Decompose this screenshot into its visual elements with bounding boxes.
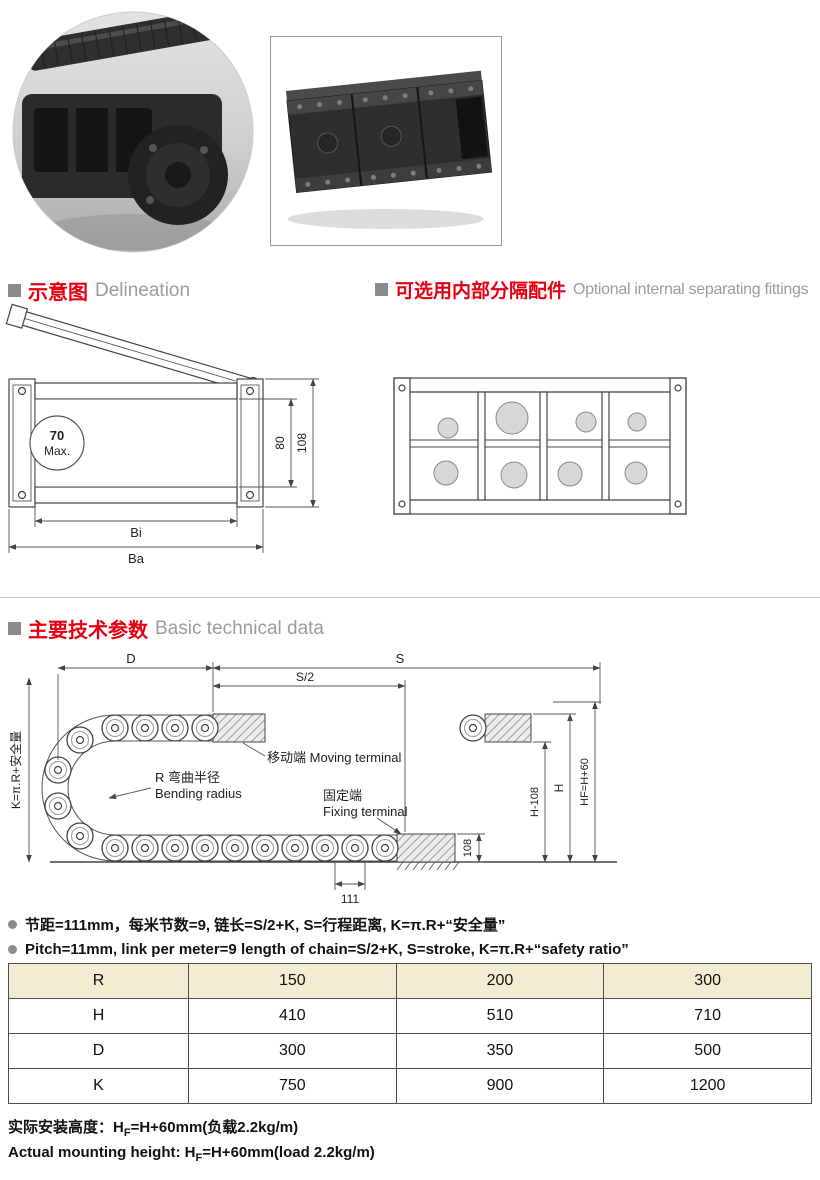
table-row: D 300 350 500 (8, 1033, 812, 1069)
dimension-lines (26, 662, 601, 890)
footer-text: Actual mounting height: H (8, 1144, 196, 1161)
table-header-cell: 150 (188, 963, 397, 999)
table-cell: 900 (395, 1068, 605, 1104)
technical-data-table: R 150 200 300 H 410 510 710 D 300 350 50… (8, 963, 812, 1104)
fixing-terminal-label-zh: 固定端 (323, 788, 362, 803)
max-cable-diameter-circle (29, 415, 85, 471)
table-cell: 500 (603, 1033, 812, 1069)
max-diameter-label: Max. (44, 444, 70, 458)
drag-chain-open-photo (22, 12, 228, 250)
section-title-zh: 可选用内部分隔配件 (395, 281, 567, 302)
table-cell: H (8, 998, 189, 1034)
note-pitch-en: Pitch=11mm, link per meter=9 length of c… (8, 941, 629, 958)
ground-hatching (396, 861, 460, 871)
table-cell: 410 (188, 998, 397, 1034)
k-formula-label: K=π.R+安全量 (8, 731, 23, 809)
footer-subscript: F (195, 1152, 203, 1164)
photo-shadow (288, 209, 484, 229)
section-bullet-icon (375, 283, 388, 296)
technical-diagram: D S S/2 K=π.R+安全量 移动端 Moving terminal R … (8, 651, 617, 906)
table-cell: 750 (188, 1068, 397, 1104)
dim-pitch-label: 111 (341, 892, 360, 906)
note-text-en: Pitch=11mm, link per meter=9 length of c… (25, 941, 629, 958)
dim-section-height-label: 108 (462, 839, 474, 857)
section-divider (0, 597, 820, 598)
dim-h-label: H (552, 784, 566, 793)
table-cell: 1200 (603, 1068, 812, 1104)
table-row: H 410 510 710 (8, 998, 812, 1034)
section-bullet-icon (8, 622, 21, 635)
dim-outer-width: Ba (128, 551, 145, 566)
product-photo-circular (8, 10, 258, 254)
separator-frame (393, 377, 687, 515)
moving-terminal-label: 移动端 Moving terminal (267, 750, 401, 765)
dimension-lines (8, 378, 319, 553)
table-cell: 510 (395, 998, 605, 1034)
mounting-height-note-zh: 实际安装高度：HF=H+60mm(负载2.2kg/m) (8, 1116, 298, 1139)
section-header-technical: 主要技术参数 Basic technical data (8, 614, 324, 643)
cable-circles (433, 401, 648, 489)
max-diameter-value: 70 (50, 428, 64, 443)
table-cell: K (8, 1068, 189, 1104)
dim-s-label: S (396, 651, 405, 666)
note-text-zh: 节距=111mm，每米节数=9, 链长=S/2+K, S=行程距离, K=π.R… (25, 917, 506, 934)
section-bullet-icon (8, 284, 21, 297)
table-header-cell: 200 (395, 963, 605, 999)
section-header-delineation: 示意图 Delineation (8, 276, 190, 305)
chain-side-view (5, 303, 264, 508)
product-photo-rectangular (270, 36, 502, 246)
open-lid (5, 303, 250, 392)
dim-inner-width: Bi (130, 525, 142, 540)
table-header-cell: 300 (603, 963, 812, 999)
bend-radius-label-en: Bending radius (155, 786, 242, 801)
table-cell: 350 (395, 1033, 605, 1069)
table-header-cell: R (8, 963, 189, 999)
table-cell: 710 (603, 998, 812, 1034)
separator-drawing (393, 377, 687, 515)
dim-d-label: D (126, 651, 135, 666)
bend-radius-label-zh: R 弯曲半径 (155, 770, 220, 785)
product-photo-rect-art (285, 70, 493, 229)
note-bullet-icon (8, 920, 17, 929)
dim-s-half-label: S/2 (296, 670, 314, 684)
chain-band-outline (41, 714, 397, 862)
section-title-zh: 主要技术参数 (28, 620, 148, 642)
note-pitch-zh: 节距=111mm，每米节数=9, 链长=S/2+K, S=行程距离, K=π.R… (8, 914, 505, 935)
moving-terminal-end-position (484, 713, 532, 743)
mounting-height-note-en: Actual mounting height: HF=H+60mm(load 2… (8, 1144, 375, 1164)
dim-h-minus-label: H-108 (529, 787, 541, 817)
fixing-terminal-label-en: Fixing terminal (323, 804, 408, 819)
fixing-terminal-block (396, 833, 456, 863)
dim-inner-height: 80 (273, 436, 287, 450)
drag-chain-box-photo (285, 70, 493, 194)
table-header-row: R 150 200 300 (8, 963, 812, 999)
product-photo-circular-art (12, 11, 254, 253)
footer-text: 实际安装高度：H (8, 1119, 124, 1136)
table-cell: D (8, 1033, 189, 1069)
table-row: K 750 900 1200 (8, 1068, 812, 1104)
footer-text: =H+60mm(load 2.2kg/m) (202, 1144, 375, 1161)
dim-outer-height: 108 (295, 433, 309, 453)
section-title-en: Delineation (95, 279, 191, 301)
moving-terminal-block (212, 713, 266, 743)
section-header-separators: 可选用内部分隔配件 Optional internal separating f… (375, 276, 809, 303)
section-title-zh: 示意图 (28, 282, 88, 304)
section-title-en: Optional internal separating fittings (573, 280, 809, 298)
delineation-drawing: 70 Max. 80 108 Bi Ba (5, 303, 319, 566)
footer-text: =H+60mm(负载2.2kg/m) (130, 1119, 299, 1136)
section-title-en: Basic technical data (155, 617, 324, 639)
dim-hf-label: HF=H+60 (579, 758, 591, 806)
table-cell: 300 (188, 1033, 397, 1069)
note-bullet-icon (8, 945, 17, 954)
footer-subscript: F (123, 1127, 131, 1139)
